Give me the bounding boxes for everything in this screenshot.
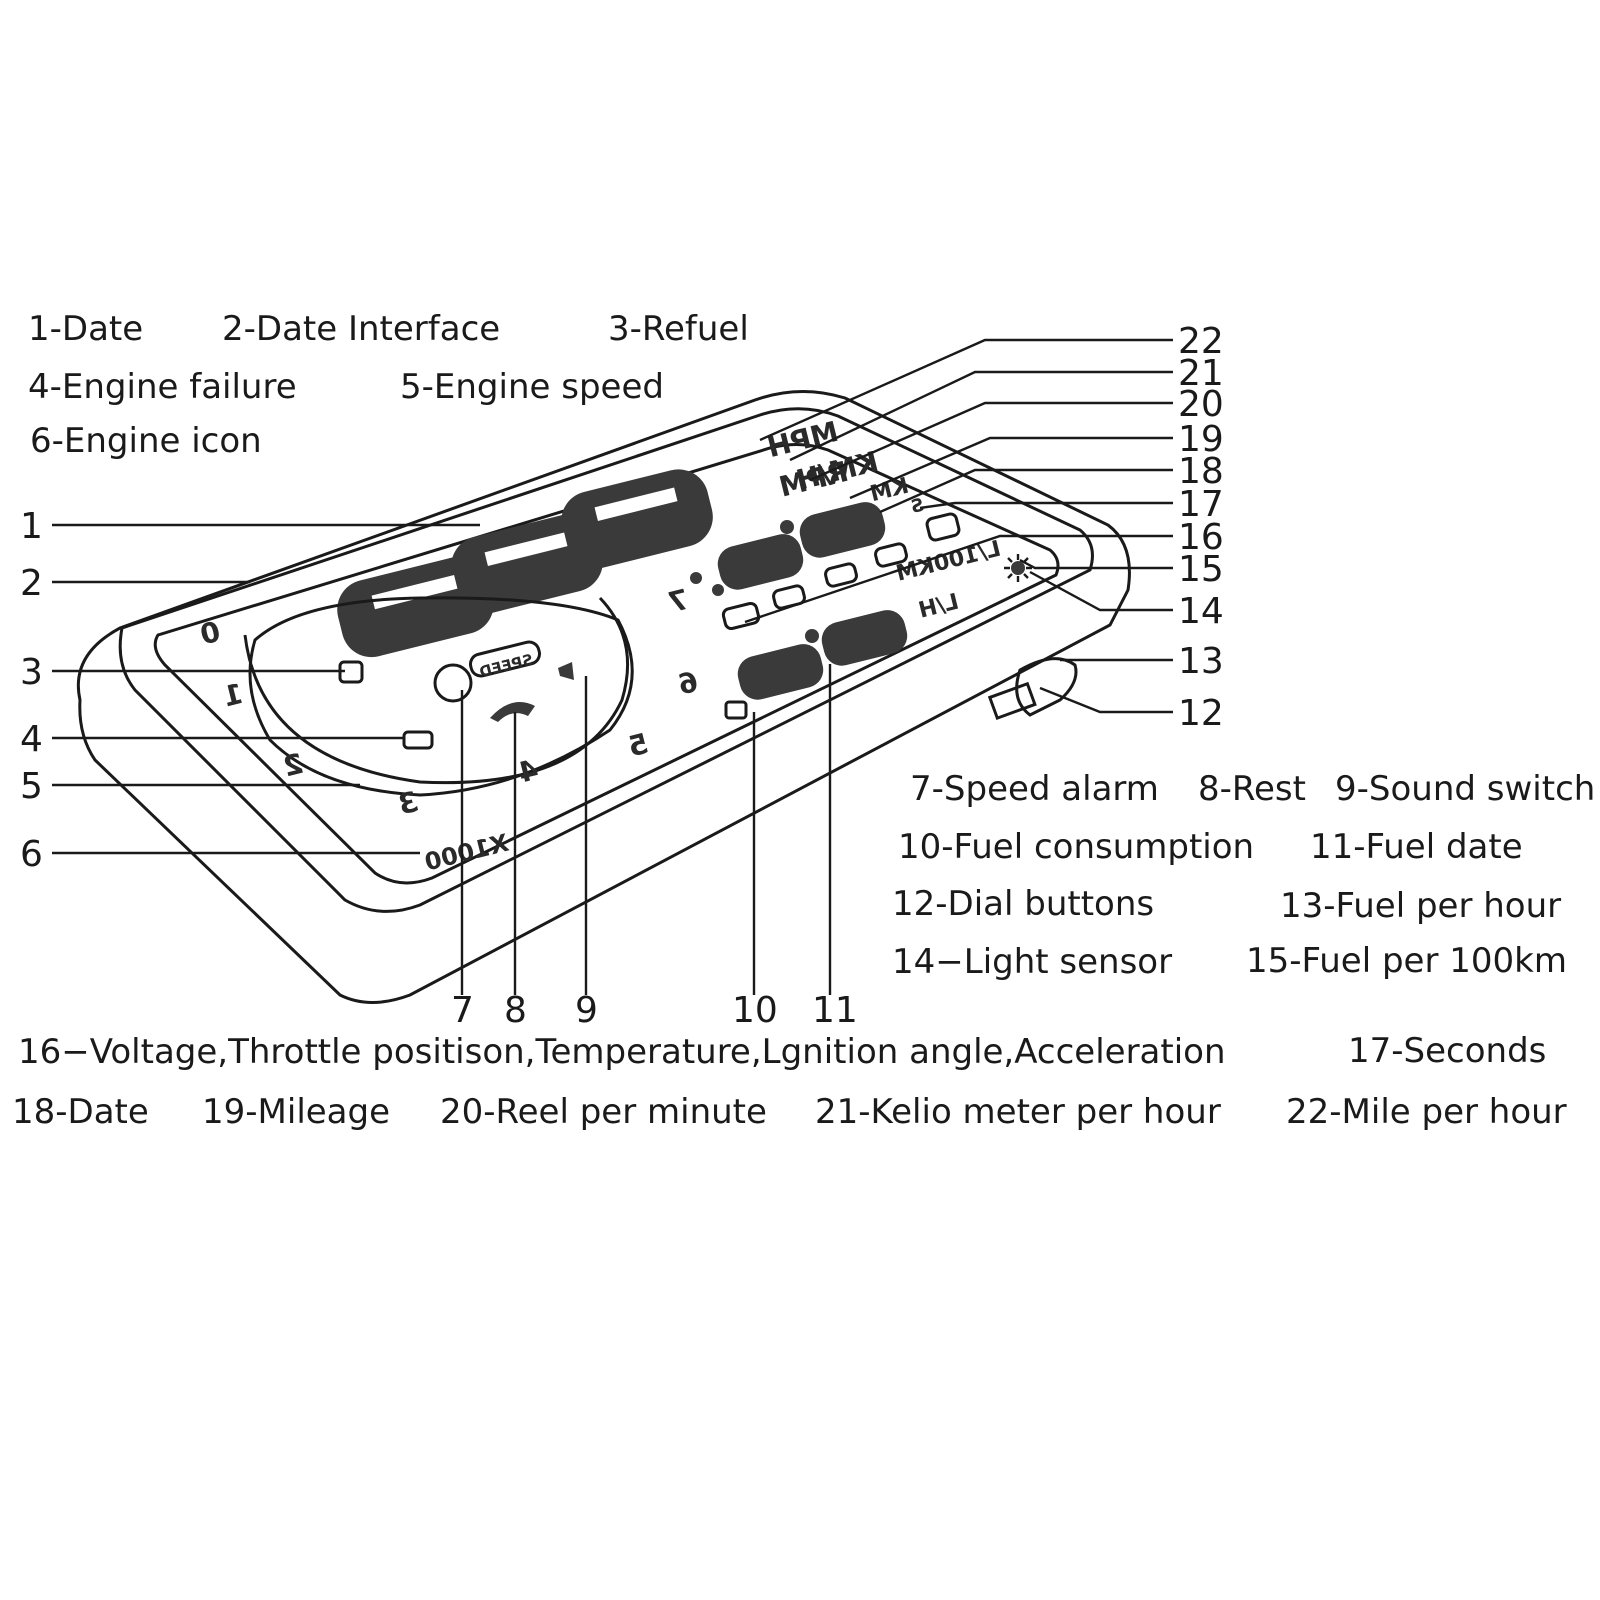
legend-12: 12-Dial buttons (892, 884, 1154, 924)
hud-device (76, 390, 1131, 1004)
callout-13: 13 (1178, 641, 1224, 682)
speed-badge-text: SPEED (477, 650, 534, 681)
dial-number-2: 2 (280, 747, 307, 784)
legend-20: 20-Reel per minute (440, 1092, 767, 1132)
dial-number-4: 4 (515, 753, 542, 790)
dial-number-3: 3 (395, 785, 422, 822)
unit-lh: L/H (916, 590, 961, 624)
callout-16: 16 (1178, 517, 1224, 558)
legend-6: 6-Engine icon (30, 421, 262, 461)
callout-22: 22 (1178, 321, 1224, 362)
callout-9: 9 (575, 990, 598, 1031)
dial-number-6: 6 (675, 665, 702, 702)
callout-19: 19 (1178, 419, 1224, 460)
callout-3: 3 (20, 652, 43, 693)
callout-17: 17 (1178, 484, 1224, 525)
fuel-consumption-icon (724, 700, 748, 720)
callout-18: 18 (1178, 451, 1224, 492)
legend-13: 13-Fuel per hour (1280, 886, 1561, 926)
legend-17: 17-Seconds (1348, 1031, 1546, 1071)
legend-18: 18-Date (12, 1092, 149, 1132)
callout-2: 2 (20, 563, 43, 604)
callout-21: 21 (1178, 353, 1224, 394)
legend-4: 4-Engine failure (28, 367, 297, 407)
legend-9: 9-Sound switch (1335, 769, 1595, 809)
legend-2: 2-Date Interface (222, 309, 500, 349)
rpm-multiplier: X1000 (422, 829, 512, 877)
callout-5: 5 (20, 766, 43, 807)
engine-failure-icon (402, 730, 434, 750)
unit-l100km: L/100KM (894, 537, 1004, 587)
legend-1: 1-Date (28, 309, 143, 349)
legend-11: 11-Fuel date (1310, 827, 1523, 867)
callout-20: 20 (1178, 384, 1224, 425)
legend-5: 5-Engine speed (400, 367, 664, 407)
light-sensor-icon (1004, 554, 1032, 582)
rest-icon (490, 702, 535, 722)
device-screen (153, 443, 1060, 885)
dial-base (987, 681, 1037, 721)
dial-knob (1015, 657, 1078, 717)
callout-14: 14 (1178, 591, 1224, 632)
device-outer-body (76, 390, 1131, 1004)
speed-alarm-icon: SPEED (433, 640, 541, 703)
callout-12: 12 (1178, 693, 1224, 734)
callout-numbers: 1 2 3 4 5 6 22 21 20 19 18 17 16 15 14 1… (20, 321, 1224, 1031)
legend-21: 21-Kelio meter per hour (815, 1092, 1221, 1132)
mode-indicator-icons (721, 512, 961, 631)
unit-labels: MPH KM/H RPM KM S L/100KM L/H (764, 415, 1003, 624)
dial-number-7: 7 (665, 583, 692, 620)
sound-icon (558, 662, 574, 680)
dial-number-1: 1 (220, 677, 247, 714)
callout-10: 10 (732, 990, 778, 1031)
legend-22: 22-Mile per hour (1286, 1092, 1567, 1132)
legend-3: 3-Refuel (608, 309, 749, 349)
dial-number-0: 0 (197, 615, 224, 652)
callout-7: 7 (451, 990, 474, 1031)
unit-s: S (909, 494, 927, 518)
legend-10: 10-Fuel consumption (898, 827, 1254, 867)
dial-number-5: 5 (625, 727, 652, 764)
small-digits (690, 502, 908, 700)
legend-7: 7-Speed alarm (910, 769, 1159, 809)
callout-4: 4 (20, 719, 43, 760)
legend: 1-Date 2-Date Interface 3-Refuel 4-Engin… (12, 309, 1595, 1132)
device-rim (118, 407, 1094, 913)
callout-8: 8 (504, 990, 527, 1031)
speed-digits (337, 469, 713, 658)
legend-16: 16−Voltage,Throttle positison,Temperatur… (18, 1032, 1226, 1072)
legend-19: 19-Mileage (202, 1092, 390, 1132)
legend-15: 15-Fuel per 100km (1246, 941, 1567, 981)
callout-11: 11 (812, 990, 858, 1031)
callout-1: 1 (20, 506, 43, 547)
leader-lines (52, 338, 1173, 995)
callout-15: 15 (1178, 549, 1224, 590)
legend-14: 14−Light sensor (892, 942, 1172, 982)
callout-6: 6 (20, 834, 43, 875)
legend-8: 8-Rest (1198, 769, 1306, 809)
